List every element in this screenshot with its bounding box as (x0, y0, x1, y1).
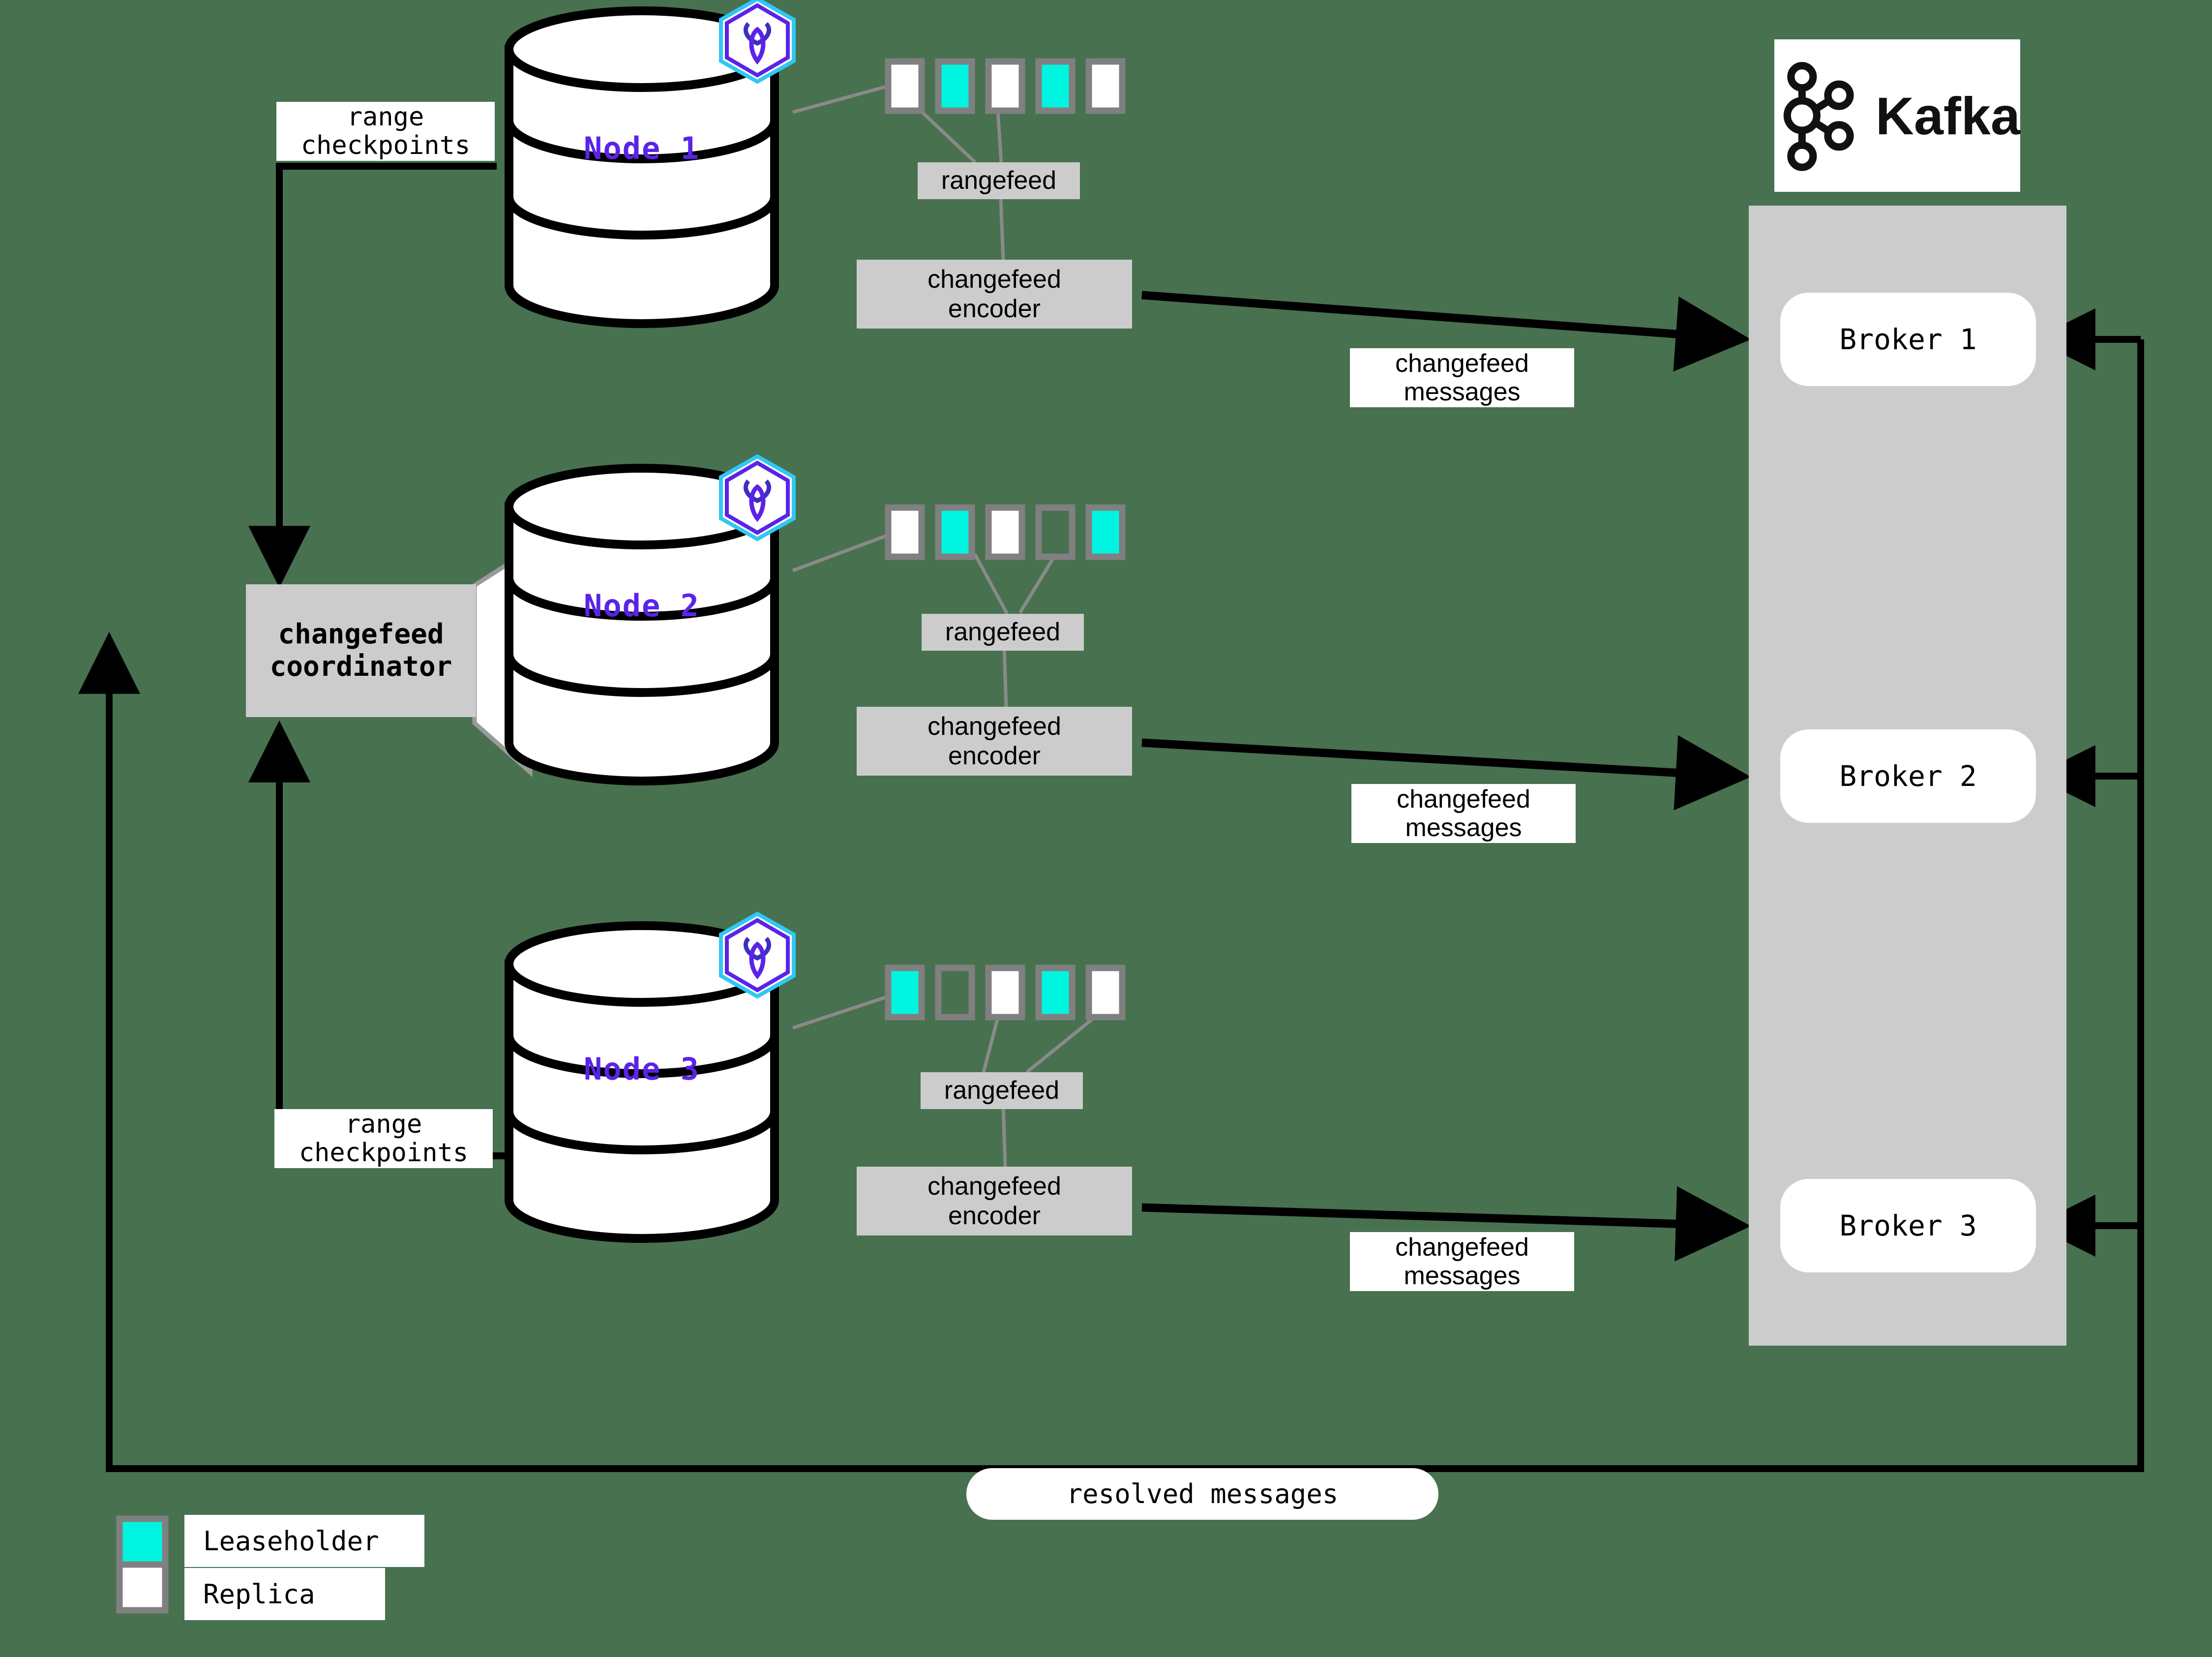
node-label-3: Node 3 (584, 1051, 700, 1087)
broker-box-2[interactable]: Broker 2 (1780, 729, 2036, 823)
broker-label-2: Broker 2 (1839, 759, 1977, 793)
node-cylinder-3 (505, 921, 779, 1243)
node-cylinder-2 (505, 464, 779, 785)
resolved-messages-pill: resolved messages (966, 1468, 1438, 1520)
broker-label-3: Broker 3 (1839, 1209, 1977, 1242)
node-cylinder-1 (505, 6, 779, 328)
legend-item-leaseholder: Leaseholder (184, 1515, 424, 1567)
rangefeed-box-2[interactable]: rangefeed (922, 614, 1084, 651)
kafka-logo-plate: Kafka (1774, 39, 2020, 192)
cockroachdb-hex-logo-1 (719, 0, 796, 84)
kafka-wordmark: Kafka (1875, 86, 2020, 146)
cockroachdb-hex-logo-3 (719, 911, 796, 999)
resolved-messages-label: resolved messages (1066, 1478, 1339, 1509)
changefeed-messages-label-1: changefeed messages (1350, 348, 1574, 408)
range-row-node-1 (885, 58, 1126, 114)
changefeed-encoder-box-3[interactable]: changefeed encoder (857, 1167, 1132, 1235)
cockroachdb-hex-logo-2 (719, 454, 796, 542)
changefeed-messages-label-2: changefeed messages (1351, 784, 1576, 844)
legend-item-replica: Replica (184, 1568, 385, 1620)
broker-box-1[interactable]: Broker 1 (1780, 293, 2036, 386)
rangefeed-box-1[interactable]: rangefeed (918, 162, 1080, 199)
node-label-1: Node 1 (584, 130, 700, 166)
changefeed-coordinator-box[interactable]: changefeed coordinator (246, 584, 476, 717)
changefeed-encoder-box-2[interactable]: changefeed encoder (857, 707, 1132, 776)
legend-label-leaseholder: Leaseholder (203, 1525, 379, 1557)
changefeed-messages-label-3: changefeed messages (1350, 1232, 1574, 1292)
range-checkpoints-label-1: range checkpoints (276, 102, 495, 161)
legend-label-replica: Replica (203, 1578, 315, 1610)
legend-swatch-replica (116, 1561, 169, 1614)
legend-swatch-leaseholder (116, 1515, 169, 1568)
range-row-node-2 (885, 504, 1126, 560)
broker-label-1: Broker 1 (1839, 323, 1977, 356)
broker-box-3[interactable]: Broker 3 (1780, 1179, 2036, 1272)
rangefeed-box-3[interactable]: rangefeed (921, 1072, 1083, 1109)
kafka-logo (1783, 62, 1854, 171)
range-checkpoints-label-3: range checkpoints (274, 1109, 493, 1169)
node-label-2: Node 2 (584, 588, 700, 624)
range-row-node-3 (885, 964, 1126, 1021)
changefeed-encoder-box-1[interactable]: changefeed encoder (857, 260, 1132, 329)
